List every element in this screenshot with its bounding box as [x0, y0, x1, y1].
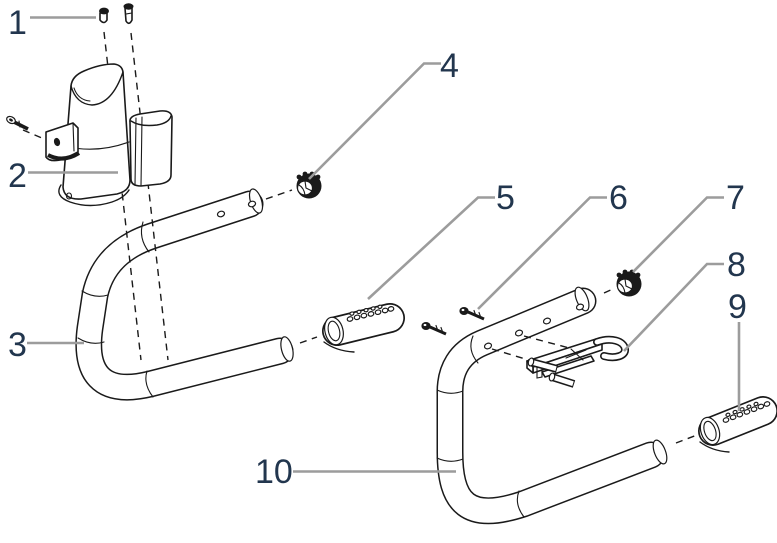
mount-hole: [575, 303, 585, 311]
holder-foot-fold: [65, 192, 73, 200]
tube-seam: [81, 290, 109, 297]
clamp-screw-dash: [22, 129, 50, 142]
tube-open-end: [652, 439, 668, 465]
tube-open-end: [280, 336, 294, 362]
clamp-hole: [53, 137, 61, 147]
right-handle-frame: [436, 286, 668, 525]
clamp-screw: [6, 115, 29, 131]
part-label-8: 8: [727, 246, 746, 284]
holder-screws: [99, 3, 134, 25]
part-label-7: 7: [726, 179, 745, 217]
leader-line-8: [623, 262, 724, 352]
screw-head: [99, 7, 109, 15]
mount-hole: [483, 342, 493, 350]
tube-plug-right: [616, 269, 642, 297]
grip-open-end: [699, 416, 721, 446]
screw-head: [123, 3, 134, 10]
tube-plug-left: [296, 171, 322, 199]
clamp-shadow-band: [47, 151, 81, 161]
tube-open-end: [574, 286, 590, 312]
bracket-brace: [570, 348, 584, 361]
holder-rim-front: [70, 71, 124, 106]
screw-body: [124, 7, 133, 25]
side-cup-seam: [134, 117, 137, 186]
screw-axis-dash: [130, 32, 169, 361]
part-label-5: 5: [496, 179, 515, 217]
part-label-10: 10: [255, 453, 293, 491]
leader-line-5: [367, 196, 495, 300]
screw-body: [99, 12, 108, 24]
grip-align-dash: [675, 434, 698, 444]
leader-line-6: [477, 196, 607, 310]
mount-hole: [216, 210, 226, 218]
bracket-post: [536, 364, 543, 379]
side-cup-rim: [130, 115, 172, 127]
tube-seam: [140, 221, 150, 253]
leader-line-7: [632, 196, 724, 273]
part-label-6: 6: [609, 179, 628, 217]
frame-screws: [421, 307, 485, 336]
part-label-1: 1: [8, 4, 27, 42]
plug-align-dash: [603, 287, 616, 294]
handle-grip-right: [698, 396, 777, 453]
mount-hole: [514, 329, 524, 337]
tube-seam: [470, 335, 479, 364]
holder-clamp: [45, 122, 79, 162]
cup-holder: [45, 63, 173, 207]
plug-align-dash: [265, 189, 293, 200]
part-label-3: 3: [8, 326, 27, 364]
tube-seam: [77, 337, 105, 344]
mount-hole: [247, 200, 257, 208]
tube-seam: [145, 370, 154, 398]
grip-chamfer: [699, 441, 730, 453]
part-label-9: 9: [728, 288, 747, 326]
grip-inner-rim: [327, 320, 341, 342]
holder-bottom-lip: [58, 184, 130, 207]
grip-inner-rim: [703, 420, 717, 442]
handle-grip-left: [322, 303, 405, 353]
grip-chamfer: [323, 341, 355, 353]
holder-rim-inner: [73, 87, 91, 102]
tube-seam: [516, 490, 525, 518]
grip-align-dash: [299, 336, 318, 344]
leader-line-4: [308, 62, 441, 180]
tube-seam: [436, 457, 464, 462]
side-cup-seam: [140, 116, 143, 187]
tube-seam: [436, 389, 464, 394]
part-label-4: 4: [440, 47, 459, 85]
left-handle-frame: [75, 188, 294, 401]
part-label-2: 2: [8, 157, 27, 195]
callouts: 1 2 3 4 5 6 7 8 9 10: [8, 4, 747, 491]
gun-holder-bracket: [526, 335, 629, 388]
clamp-fold: [72, 122, 75, 152]
mount-hole: [542, 317, 552, 325]
